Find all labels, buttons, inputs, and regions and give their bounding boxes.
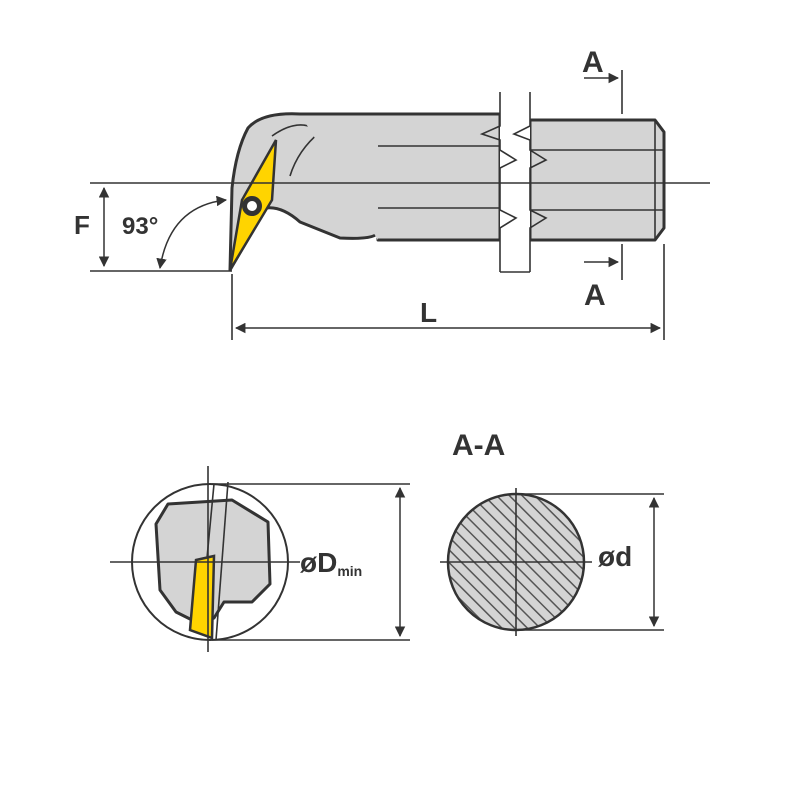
break-gap [500,92,530,272]
dim-f-label: F [74,210,90,240]
section-mark-top: A [582,46,604,79]
dim-d-label: ød [598,541,632,572]
dim-dmin-label: øDmin [300,547,362,579]
dmin-prefix: øD [300,547,337,578]
dmin-subscript: min [337,563,362,579]
section-view-title: A-A [452,429,505,462]
angle-label: 93° [122,213,158,240]
shank-right [528,118,666,242]
dim-l-label: L [420,297,437,328]
section-view: A-A ød [440,429,664,636]
section-mark-bottom: A [584,279,606,312]
end-view: øDmin [110,466,410,652]
side-view: F 93° A A L [74,46,710,340]
